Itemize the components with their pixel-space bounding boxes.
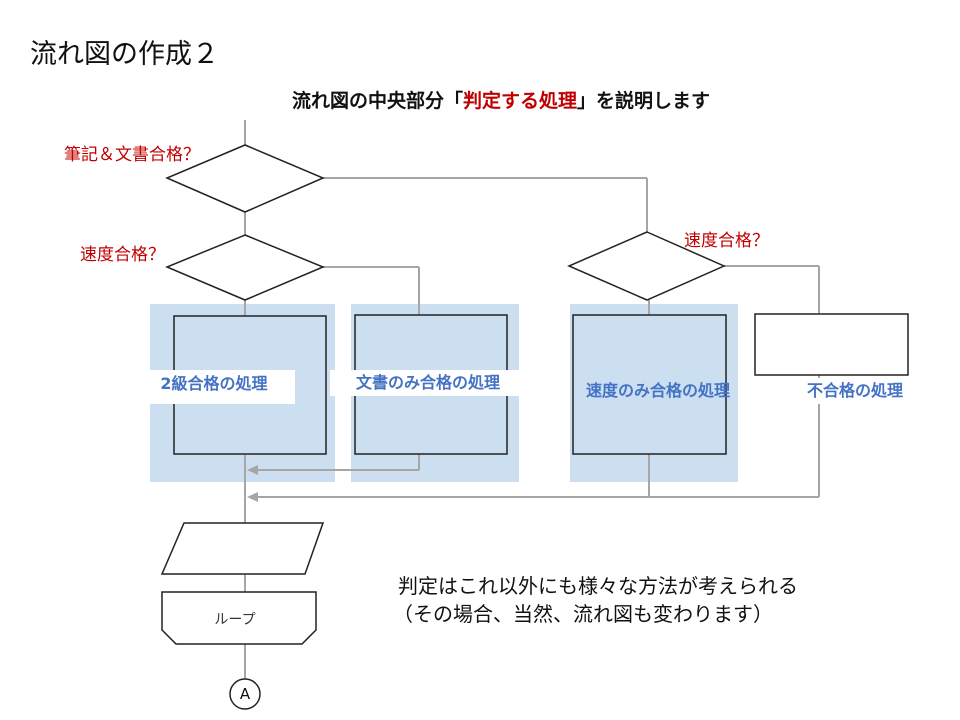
loop-label: ループ [214,612,255,628]
decision-written-document [165,144,325,213]
connector-label: A [240,685,251,703]
process-label-document-only: 文書のみ合格の処理 [330,370,526,396]
process-label-grade2: 2級合格の処理 [133,370,295,404]
question-written-document: 筆記＆文書合格？ [64,145,200,165]
question-speed-left: 速度合格？ [80,245,165,265]
note-line-1: 判定はこれ以外にも様々な方法が考えられる [398,574,798,598]
process-box-speed-only [572,314,727,455]
subtitle-prefix: 流れ図の中央部分「 [292,90,464,112]
slide-title: 流れ図の作成２ [30,39,219,70]
highlight-speed-only [570,304,738,482]
connector-lines [244,120,820,680]
question-speed-right: 速度合格？ [684,231,769,251]
decision-speed-right [567,231,726,301]
connector-circle [229,678,261,710]
process-box-fail [754,313,909,376]
decision-speed-left [165,234,325,301]
note-line-2: （その場合、当然、流れ図も変わります） [393,602,773,626]
arrowheads [247,465,258,502]
flow-shapes [160,144,909,710]
process-label-fail: 不合格の処理 [770,378,940,404]
io-parallelogram [160,522,325,575]
subtitle-highlight: 判定する処理 [463,90,578,112]
loop-end-shape [161,591,317,645]
slide-subtitle: 流れ図の中央部分「判定する処理」を説明します [292,86,710,113]
process-label-speed-only: 速度のみ合格の処理 [585,381,730,400]
subtitle-suffix: 」を説明します [577,90,711,112]
